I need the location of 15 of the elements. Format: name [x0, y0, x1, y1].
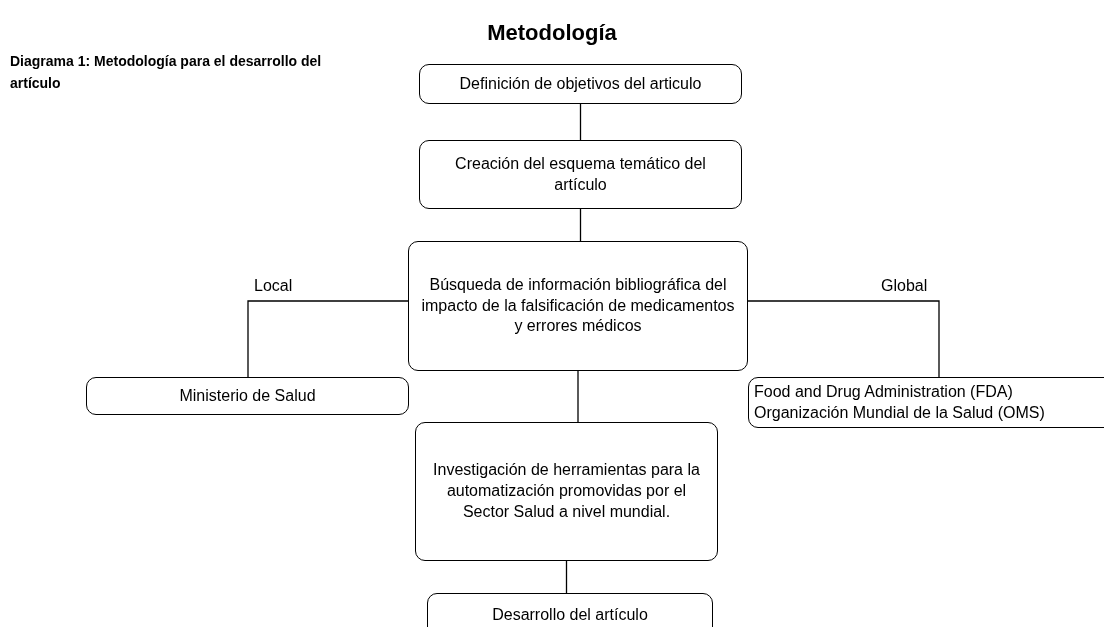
connector-line	[247, 300, 409, 378]
process-box: Ministerio de Salud	[86, 377, 409, 415]
process-box: Búsqueda de información bibliográfica del impacto de la falsificación de medicamentos y errores médicos	[408, 241, 748, 371]
process-box: Food and Drug Administration (FDA) Organización Mundial de la Salud (OMS)	[748, 377, 1104, 428]
process-box: Definición de objetivos del articulo	[419, 64, 742, 104]
figure-caption: Diagrama 1: Metodología para el desarrollo del artículo	[10, 52, 323, 94]
connector-line	[579, 208, 582, 242]
process-box: Desarrollo del artículo	[427, 593, 713, 627]
connector-line	[579, 103, 582, 141]
connector-line	[565, 560, 568, 594]
process-box: Investigación de herramientas para la automatización promovidas por el Sector Salud a nivel mundial.	[415, 422, 718, 561]
connector-line	[747, 300, 940, 378]
connector-line	[577, 370, 579, 423]
diagram-title: Metodología	[486, 20, 618, 46]
process-box: Creación del esquema temático del artículo	[419, 140, 742, 209]
